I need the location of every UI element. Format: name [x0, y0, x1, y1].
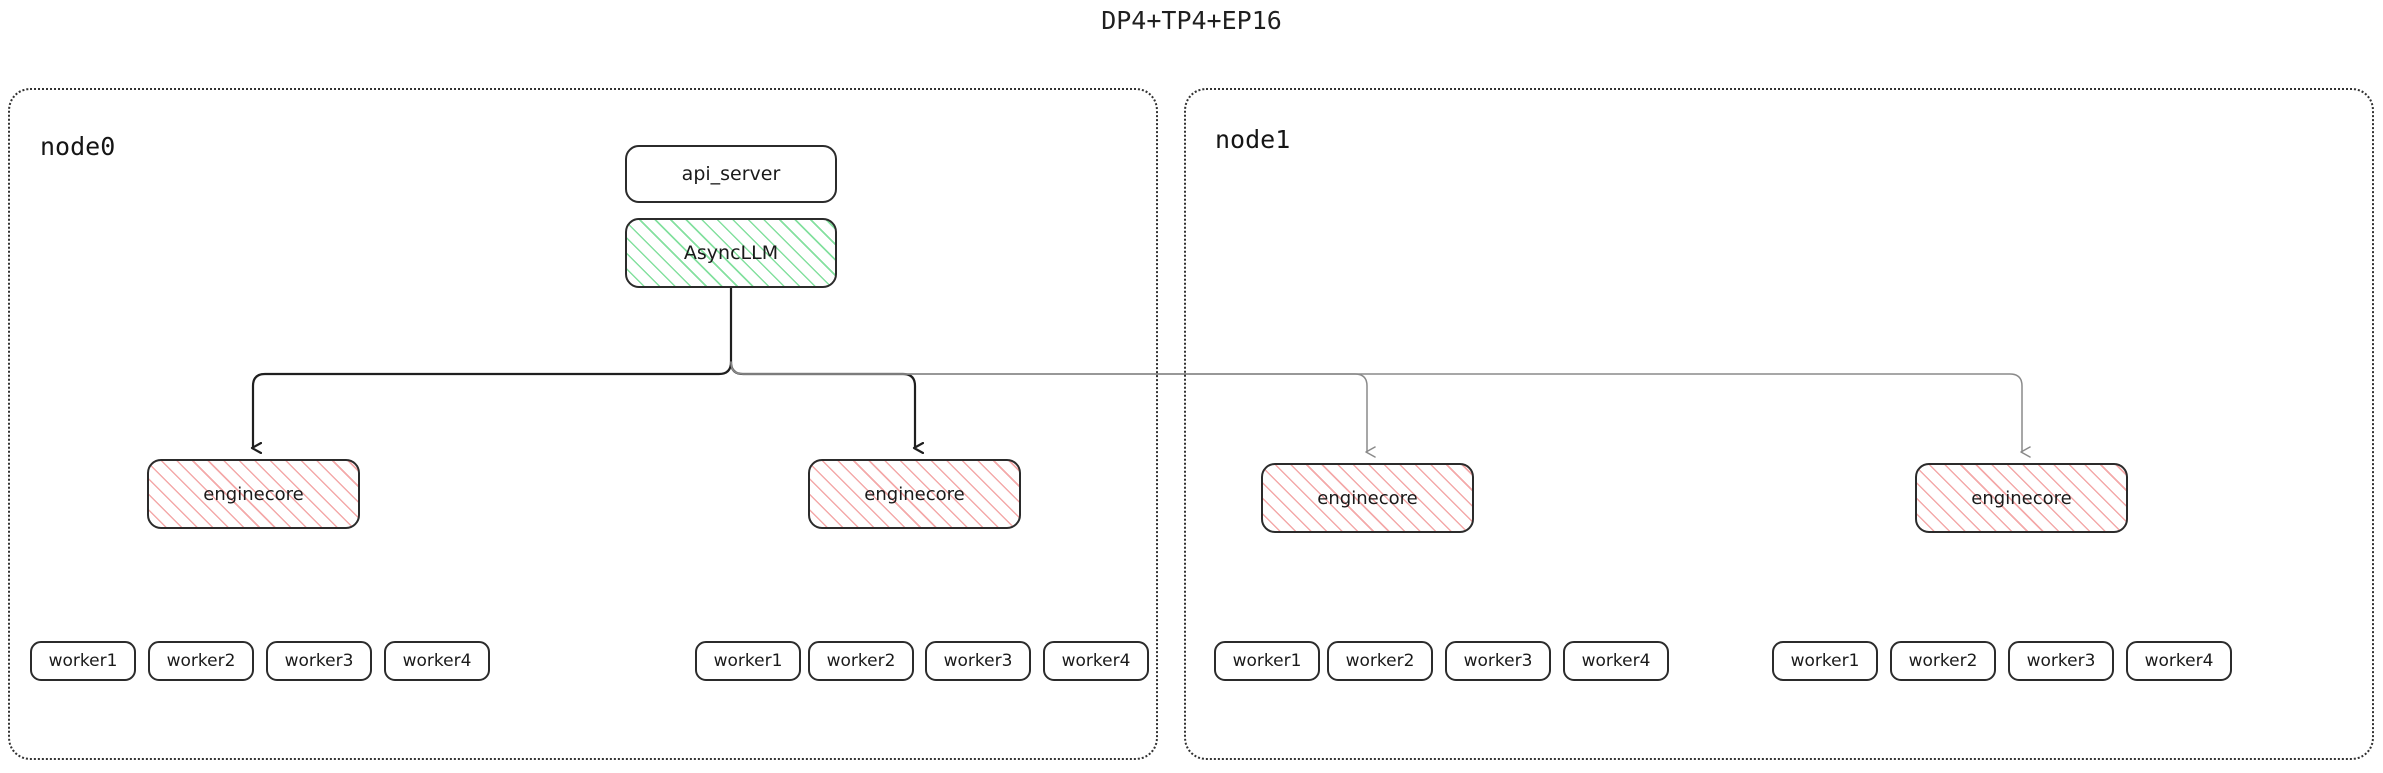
- node-node1-g2-worker3[interactable]: worker3: [2008, 641, 2114, 681]
- subgraph-node1-label: node1: [1215, 125, 1291, 154]
- node-node0-g1-worker2[interactable]: worker2: [148, 641, 254, 681]
- node-node1-g2-worker2[interactable]: worker2: [1890, 641, 1996, 681]
- node-node0-g1-worker3[interactable]: worker3: [266, 641, 372, 681]
- node-async-llm[interactable]: AsyncLLM: [625, 218, 837, 288]
- node-node0-enginecore-1[interactable]: enginecore: [147, 459, 360, 529]
- node-node0-g2-worker2[interactable]: worker2: [808, 641, 914, 681]
- subgraph-node1: [1184, 88, 2374, 760]
- node-node1-g1-worker1[interactable]: worker1: [1214, 641, 1320, 681]
- node-node0-g2-worker3[interactable]: worker3: [925, 641, 1031, 681]
- node-api-server[interactable]: api_server: [625, 145, 837, 203]
- subgraph-node0-label: node0: [40, 132, 116, 161]
- node-node0-g1-worker1[interactable]: worker1: [30, 641, 136, 681]
- subgraph-node0: [8, 88, 1158, 760]
- diagram-title: DP4+TP4+EP16: [1101, 6, 1282, 35]
- node-node0-g2-worker4[interactable]: worker4: [1043, 641, 1149, 681]
- node-node1-g2-worker1[interactable]: worker1: [1772, 641, 1878, 681]
- node-node0-g1-worker4[interactable]: worker4: [384, 641, 490, 681]
- node-node0-g2-worker1[interactable]: worker1: [695, 641, 801, 681]
- node-node1-g1-worker2[interactable]: worker2: [1327, 641, 1433, 681]
- node-node1-enginecore-2[interactable]: enginecore: [1915, 463, 2128, 533]
- node-node1-g1-worker4[interactable]: worker4: [1563, 641, 1669, 681]
- node-node1-g2-worker4[interactable]: worker4: [2126, 641, 2232, 681]
- node-node0-enginecore-2[interactable]: enginecore: [808, 459, 1021, 529]
- node-node1-g1-worker3[interactable]: worker3: [1445, 641, 1551, 681]
- node-node1-enginecore-1[interactable]: enginecore: [1261, 463, 1474, 533]
